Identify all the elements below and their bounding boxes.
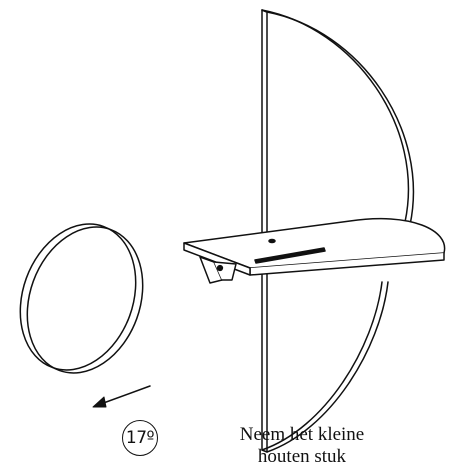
metal-bracket [199,256,237,284]
instruction-line-2: houten stuk [257,446,347,467]
half-round-shelf [183,217,446,276]
instruction-line-1: Neem het kleine [239,424,365,445]
vertical-half-disc-panel [261,9,415,241]
round-wooden-disc [19,223,144,374]
step-number-badge: 17º [122,420,158,456]
arrow-down-left-icon [92,385,151,408]
instruction-caption: Neem het kleine houten stuk [212,424,392,468]
vertical-panel-lower [261,271,389,453]
